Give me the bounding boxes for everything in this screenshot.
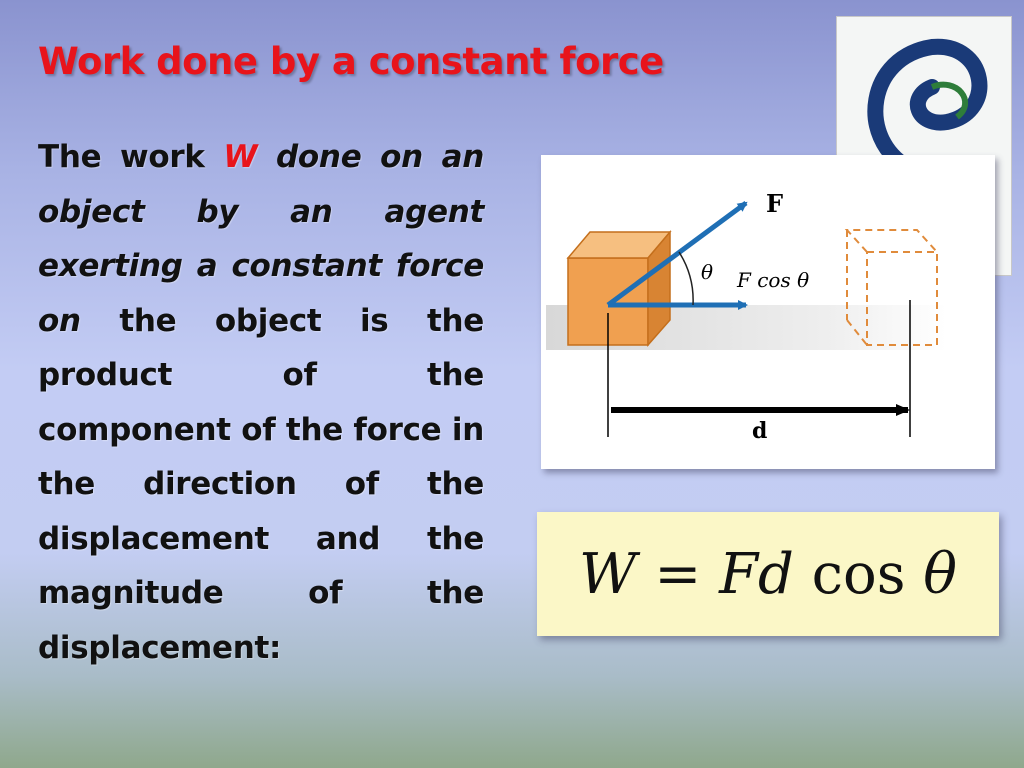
force-arrow [606, 200, 748, 308]
work-diagram: F θ F cos θ d [541, 155, 995, 469]
definition-part-1: The work [38, 139, 224, 175]
displacement-label: d [752, 418, 767, 444]
solid-box-icon [566, 229, 672, 347]
dashed-box-icon [844, 229, 938, 346]
angle-arc [678, 251, 694, 306]
equation-rhs-vars: Fd [719, 541, 794, 607]
definition-part-3: the object is the product of the compone… [38, 302, 484, 666]
work-equation: W = Fd cos θ [579, 542, 957, 607]
equation-cos: cos [811, 541, 906, 607]
equation-equals: = [654, 541, 702, 607]
equation-angle: θ [923, 541, 957, 607]
work-symbol: W [223, 139, 258, 175]
component-label: F cos θ [736, 268, 809, 292]
force-displacement-diagram: F θ F cos θ d [546, 189, 946, 444]
slide-title: Work done by a constant force [38, 40, 664, 83]
definition-text: The work W done on an object by an agent… [38, 130, 484, 675]
definition-part-2: done on an object by an agent exerting a… [38, 139, 485, 339]
force-label: F [766, 189, 783, 218]
work-equation-box: W = Fd cos θ [537, 512, 999, 636]
angle-label: θ [701, 260, 713, 284]
equation-lhs: W [579, 541, 637, 607]
